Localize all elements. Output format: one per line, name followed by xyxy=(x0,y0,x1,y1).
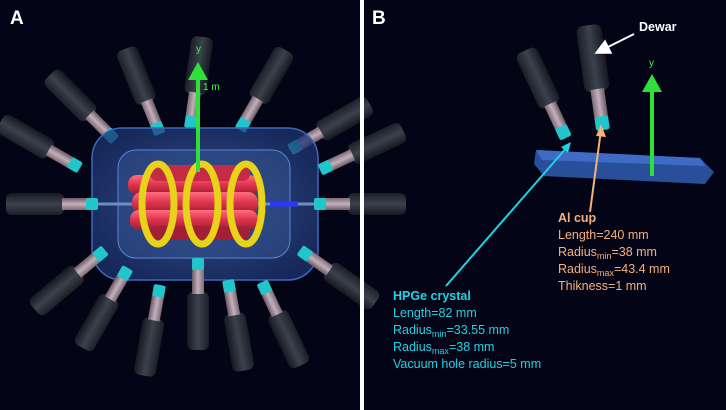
hpge-vacuum-hole: Vacuum hole radius=5 mm xyxy=(393,357,542,371)
alcup-thickness: Thikness=1 mm xyxy=(558,279,647,293)
hpge-annotation: HPGe crystal Length=82 mm Radiusmin=33.5… xyxy=(393,288,541,373)
alcup-radius-min: Radiusmin=38 mm xyxy=(558,245,657,261)
panel-a-label: A xyxy=(10,8,24,29)
alcup-annotation: Al cup Length=240 mm Radiusmin=38 mm Rad… xyxy=(558,210,670,295)
support-rings xyxy=(138,160,266,248)
alcup-pointer xyxy=(589,129,602,213)
alcup-radius-max: Radiusmax=43.4 mm xyxy=(558,262,670,278)
hpge-radius-max: Radiusmax=38 mm xyxy=(393,340,495,356)
axis-y-label-b: y xyxy=(649,58,654,69)
dewar-arrow xyxy=(594,33,635,54)
hpge-radius-min: Radiusmin=33.55 mm xyxy=(393,323,510,339)
hpge-pointer xyxy=(445,145,569,287)
dewar-label: Dewar xyxy=(639,20,677,34)
hpge-title: HPGe crystal xyxy=(393,289,471,303)
alcup-length: Length=240 mm xyxy=(558,228,649,242)
alcup-title: Al cup xyxy=(558,211,597,225)
panel-b-scene xyxy=(445,23,714,287)
axis-y-label-a: y xyxy=(196,44,201,55)
hpge-crystal-array xyxy=(128,165,258,240)
panel-b-label: B xyxy=(372,8,386,29)
axis-scale-label: 1 m xyxy=(203,82,220,93)
hpge-length: Length=82 mm xyxy=(393,306,477,320)
panel-a-scene: x xyxy=(0,35,409,378)
